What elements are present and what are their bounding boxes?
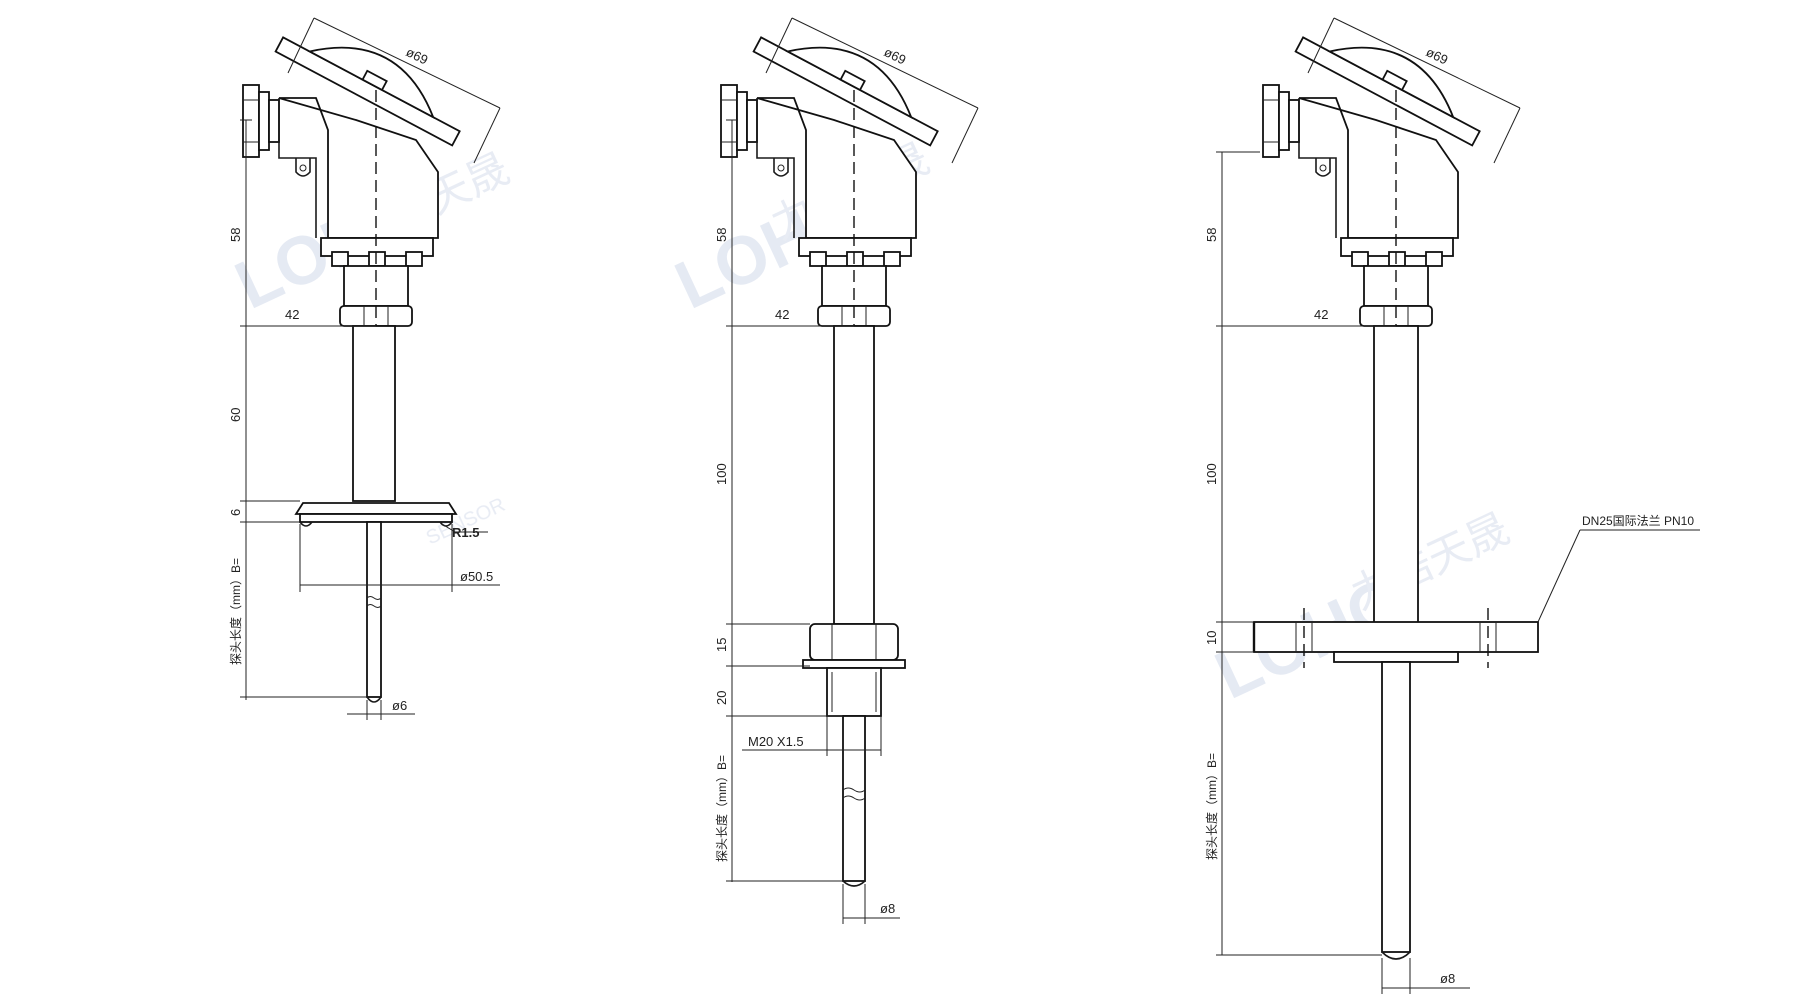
dim-b-hex-height: 15	[714, 638, 729, 652]
diagram-clamp: ø69 58 42 60 6 探头长度（mm）B= R1.5 ø50.5 ø6	[228, 9, 501, 720]
dim-a-fitting-width: 42	[285, 307, 299, 322]
dim-b-probe-length: 探头长度（mm）B=	[714, 755, 729, 862]
dim-a-clamp-radius: R1.5	[452, 525, 479, 540]
dim-a-head-diameter: ø69	[404, 44, 431, 67]
dim-b-thread-spec: M20 X1.5	[748, 734, 804, 749]
dim-a-probe-diameter: ø6	[392, 698, 407, 713]
dim-c-flange-spec: DN25国际法兰 PN10	[1582, 514, 1694, 528]
diagram-thread: ø69 58 42 100 15 20 探头长度（mm）B= M20 X1.5 …	[714, 9, 979, 924]
diagram-flange: ø69 58 42 100 10 探头长度（mm）B= DN25国际法兰 PN1…	[1204, 9, 1700, 994]
dim-b-head-diameter: ø69	[882, 44, 909, 67]
dim-b-thread-length: 20	[714, 691, 729, 705]
dim-a-clamp-thickness: 6	[228, 509, 243, 516]
dim-c-fitting-width: 42	[1314, 307, 1328, 322]
dim-a-probe-length: 探头长度（mm）B=	[228, 558, 243, 665]
dim-b-fitting-width: 42	[775, 307, 789, 322]
dim-c-probe-length: 探头长度（mm）B=	[1204, 753, 1219, 860]
dim-c-probe-diameter: ø8	[1440, 971, 1455, 986]
watermark-cn-c: 力浩天晟	[1344, 505, 1516, 619]
dim-c-stem-length: 100	[1204, 463, 1219, 485]
dim-c-head-diameter: ø69	[1424, 44, 1451, 67]
dim-a-stem-length: 60	[228, 408, 243, 422]
dim-b-stem-length: 100	[714, 463, 729, 485]
dim-a-head-height: 58	[228, 228, 243, 242]
dim-b-probe-diameter: ø8	[880, 901, 895, 916]
dim-c-flange-thickness: 10	[1204, 631, 1219, 645]
dim-a-clamp-diameter: ø50.5	[460, 569, 493, 584]
dim-b-head-height: 58	[714, 228, 729, 242]
dim-c-head-height: 58	[1204, 228, 1219, 242]
